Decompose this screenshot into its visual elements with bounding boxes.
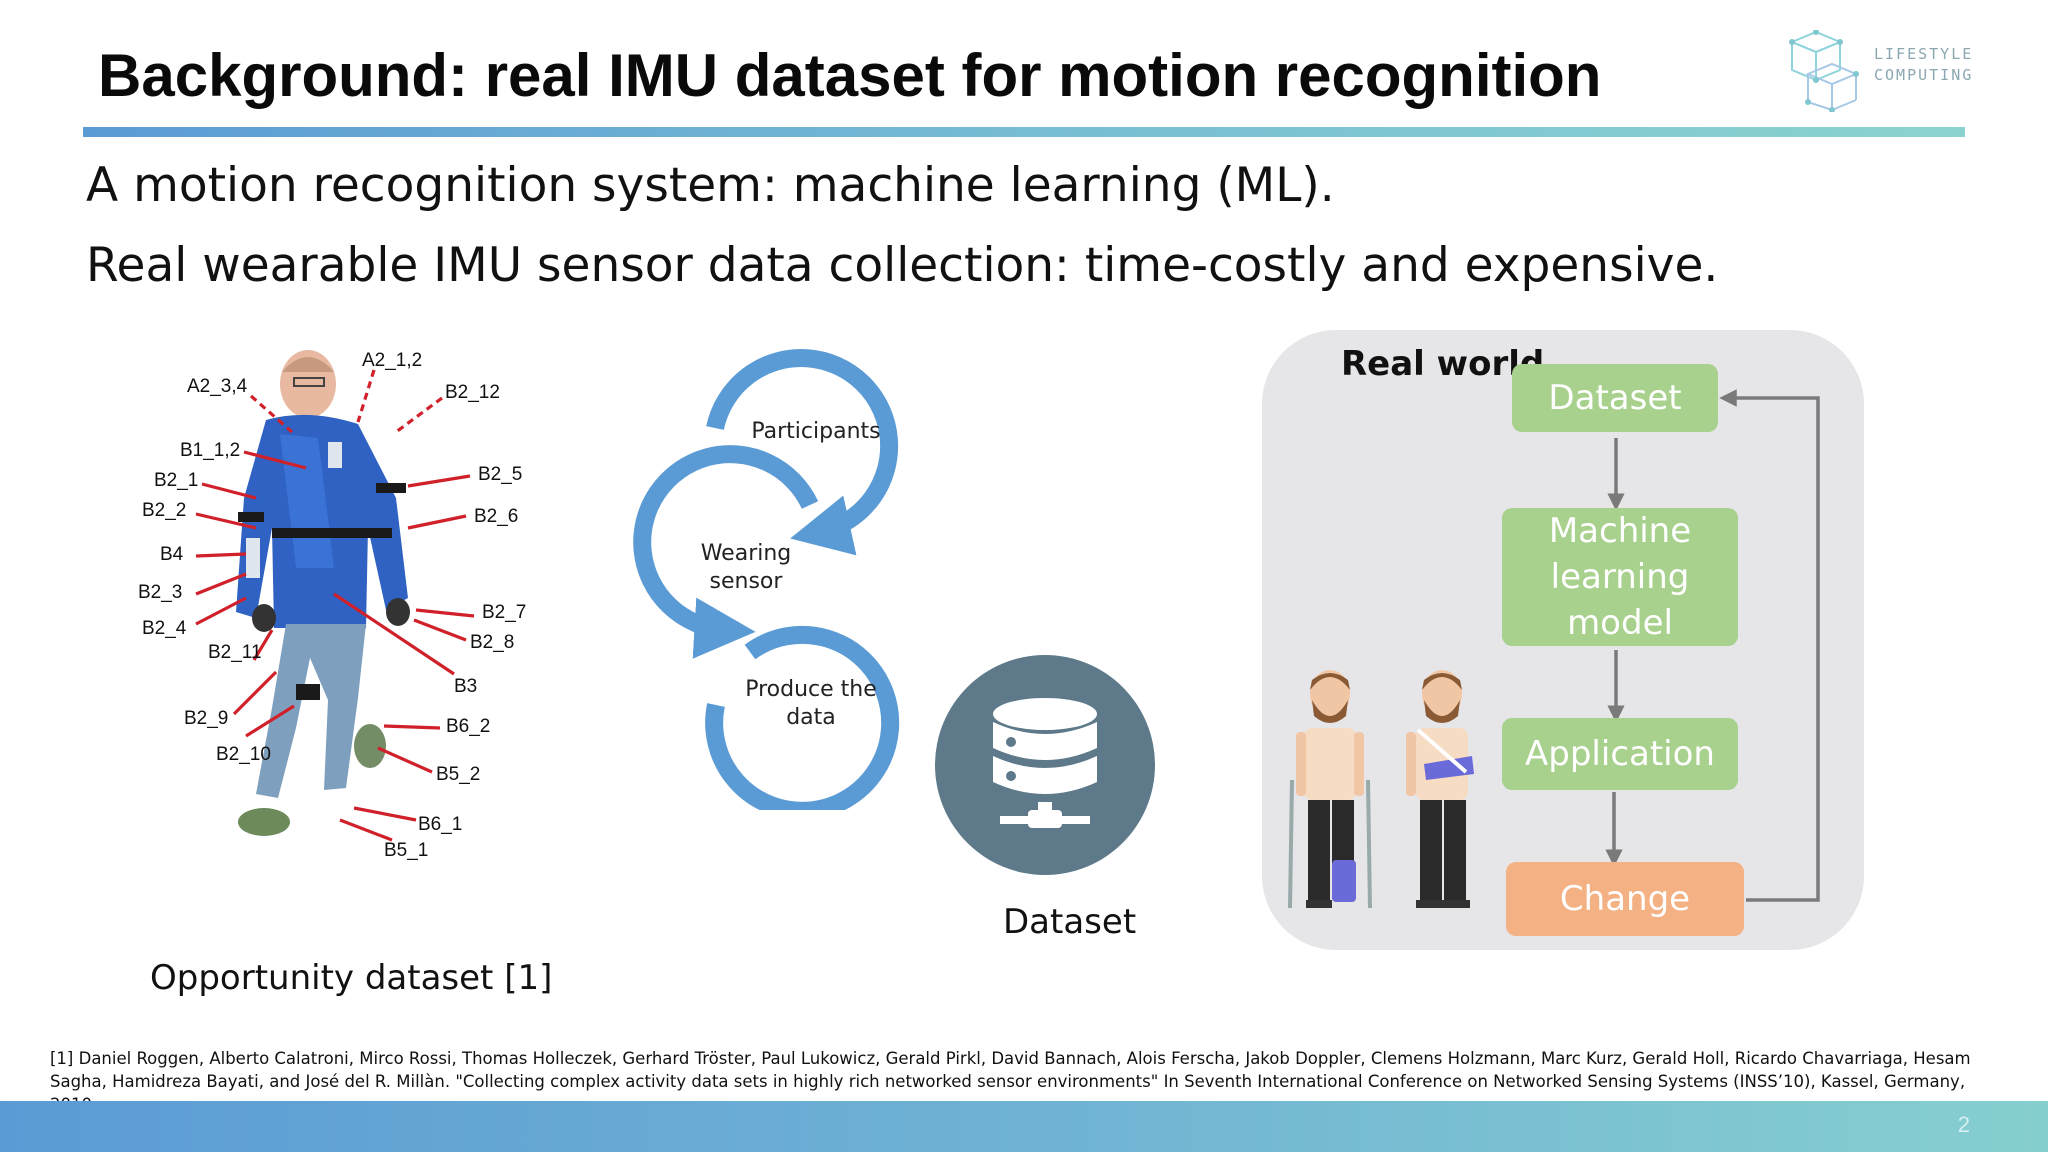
sensor-label: A2_3,4 [187, 376, 248, 397]
sensor-label: A2_1,2 [362, 350, 423, 371]
logo-line-2: COMPUTING [1874, 66, 1974, 84]
sensor-label: B5_1 [384, 840, 429, 861]
sensor-label: B4 [160, 544, 184, 565]
title-underline [83, 127, 1965, 137]
injured-people-illustration [1288, 670, 1474, 909]
data-collection-cycle-diagram [633, 349, 900, 810]
sensor-label: B6_1 [418, 814, 463, 835]
slide-title: Background: real IMU dataset for motion … [98, 42, 1602, 109]
sensor-label: B2_1 [154, 470, 199, 491]
sensor-label: B3 [454, 676, 478, 697]
cycle-step-wearing-sensor: Wearing sensor [700, 541, 792, 594]
cycle-step-participants: Participants [751, 419, 881, 444]
sensor-label: B2_11 [208, 642, 262, 663]
logo-line-1: LIFESTYLE [1874, 45, 1974, 63]
sensor-label: B5_2 [436, 764, 481, 785]
flow-arrows [1605, 389, 1820, 902]
bullet-data-collection: Real wearable IMU sensor data collection… [86, 238, 1719, 293]
flow-box-ml-model: Machine learning model [1502, 508, 1738, 646]
sensor-label: B2_2 [142, 500, 187, 521]
sensor-label: B2_10 [216, 744, 271, 765]
real-world-label: Real world [1341, 344, 1545, 384]
flow-box-application: Application [1502, 718, 1738, 790]
sensor-label: B2_12 [445, 382, 500, 403]
dataset-caption: Dataset [1003, 902, 1137, 942]
sensor-label: B1_1,2 [180, 440, 241, 461]
flow-box-dataset: Dataset [1512, 364, 1718, 432]
flow-box-change: Change [1506, 862, 1744, 936]
sensor-label: B2_4 [142, 618, 187, 639]
citation-footnote: [1] Daniel Roggen, Alberto Calatroni, Mi… [50, 1049, 1971, 1114]
sensor-label: B2_5 [478, 464, 523, 485]
opportunity-dataset-caption: Opportunity dataset [1] [150, 958, 553, 998]
sensor-labels: A2_3,4 A2_1,2 B2_12 B1_1,2 B2_1 B2_2 B4 … [96, 328, 556, 888]
sensor-label: B2_9 [184, 708, 229, 729]
database-icon [935, 655, 1155, 875]
cycle-step-produce-data: Produce the data [745, 677, 877, 730]
sensor-label: B2_6 [474, 506, 519, 527]
bullet-ml: A motion recognition system: machine lea… [86, 158, 1335, 213]
sensor-label: B6_2 [446, 716, 491, 737]
sensor-label: B2_7 [482, 602, 527, 623]
footer-bar [0, 1101, 2048, 1152]
lifestyle-computing-logo-icon [1789, 30, 1859, 112]
sensor-label: B2_3 [138, 582, 183, 603]
logo-text: LIFESTYLE COMPUTING [1874, 44, 1973, 86]
sensor-label: B2_8 [470, 632, 515, 653]
page-number: 2 [1957, 1112, 1970, 1137]
person-with-sensors-figure [195, 350, 475, 842]
